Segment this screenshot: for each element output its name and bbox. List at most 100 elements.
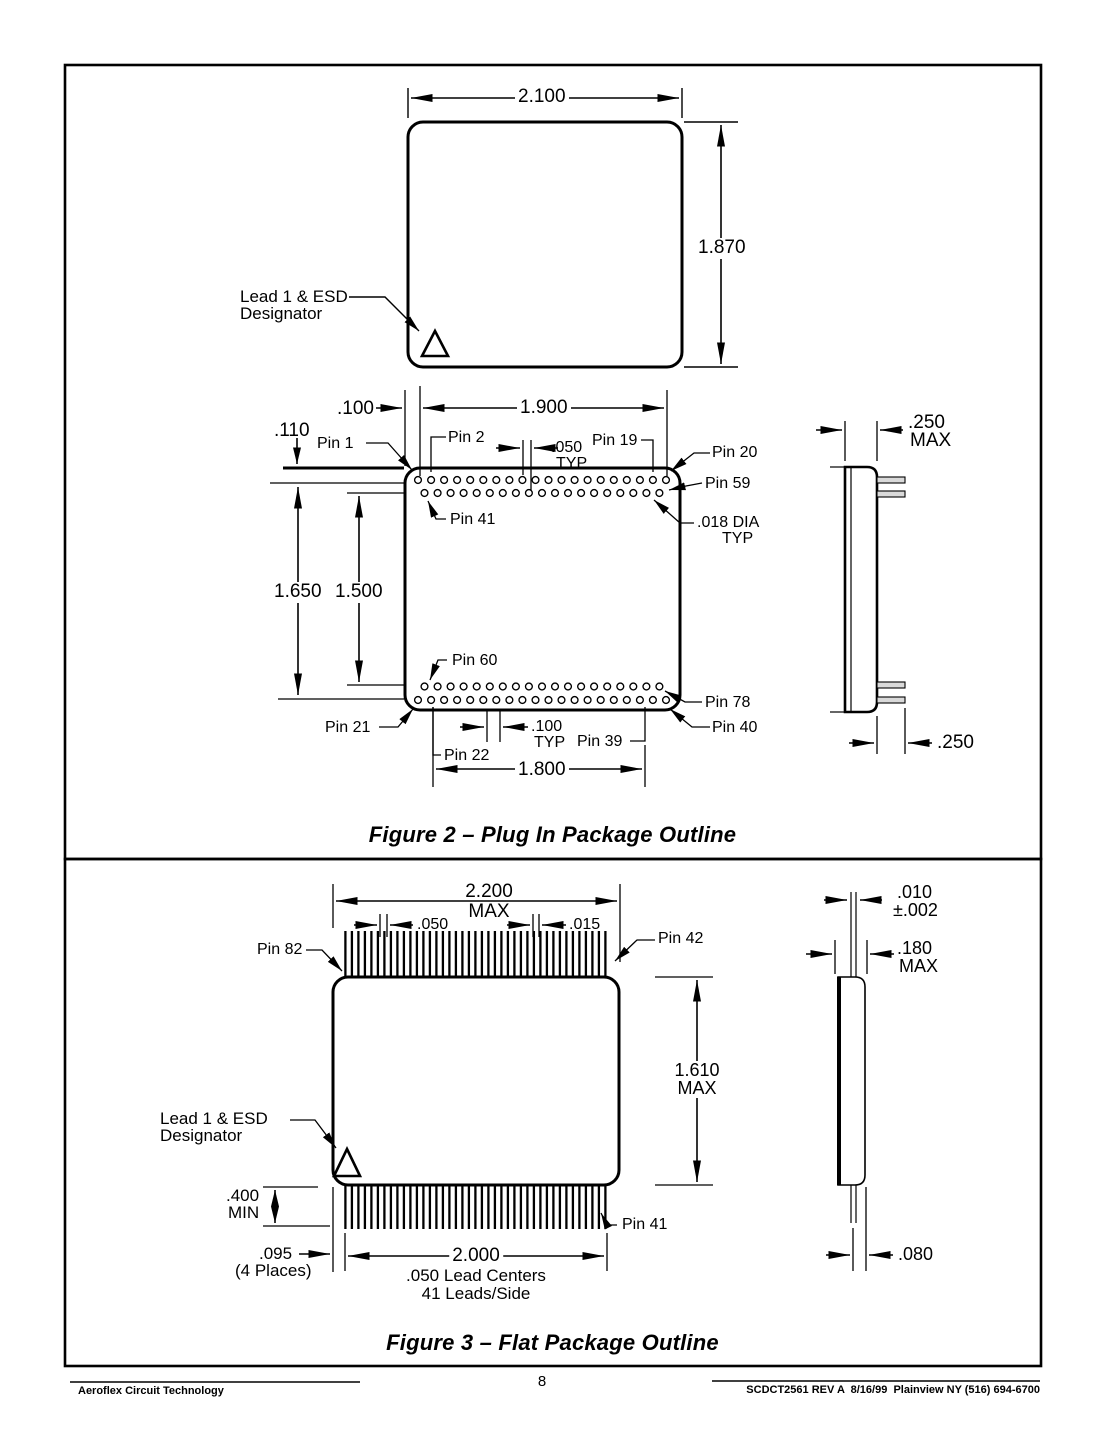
pin-hole: [440, 475, 449, 485]
footer-company: Aeroflex Circuit Technology: [78, 1385, 224, 1397]
pin-hole: [544, 695, 553, 705]
pin-hole: [629, 488, 638, 498]
pin-60-label: Pin 60: [452, 652, 498, 669]
pin-hole: [622, 695, 631, 705]
pin-hole: [511, 488, 520, 498]
pin-hole: [583, 475, 592, 485]
fig3-leads: [344, 931, 607, 1229]
pin-hole: [596, 695, 605, 705]
pin-39-label: Pin 39: [577, 733, 623, 750]
pin-hole: [479, 475, 488, 485]
dim-095-places-note: (4 Places): [235, 1261, 312, 1280]
pin-hole: [596, 475, 605, 485]
pin-hole: [616, 682, 625, 691]
pin-hole: [498, 682, 507, 691]
pin-hole: [550, 682, 560, 691]
pin-hole: [550, 488, 560, 498]
pin-hole: [413, 695, 423, 705]
fig3-lead1-designator-label-line1: Lead 1 & ESD: [160, 1109, 268, 1128]
fig3-lead1-designator-label-line2: Designator: [160, 1126, 243, 1145]
dim-180-label: .180: [897, 938, 933, 958]
lead1-designator-label-line2: Designator: [240, 304, 323, 323]
fig3-side-view: [655, 892, 894, 1271]
pin-hole: [563, 682, 573, 691]
pin-hole: [420, 682, 429, 691]
pin-hole: [446, 488, 455, 498]
pin-hole: [635, 695, 644, 705]
pin-hole: [557, 695, 566, 705]
pin-hole: [427, 695, 436, 705]
pin-22-label: Pin 22: [444, 747, 490, 764]
dim-010-tol-label: ±.002: [893, 900, 938, 920]
pin-hole: [472, 682, 481, 691]
dim-1650-label: 1.650: [271, 581, 325, 603]
dim-080-label: .080: [898, 1244, 934, 1264]
dim-250-label: .250: [937, 732, 974, 753]
pin-hole: [590, 682, 599, 691]
dim-250-max-word: MAX: [910, 430, 952, 451]
dim-050-lead-pitch-label: .050: [417, 916, 449, 933]
dim-1800-label: 1.800: [515, 759, 569, 781]
pin-hole: [661, 695, 671, 705]
dim-400-min-label: .400: [226, 1186, 260, 1205]
side-pins: [876, 476, 906, 704]
esd-triangle-icon: [419, 328, 451, 358]
pin-hole: [433, 488, 442, 498]
pin-hole: [570, 475, 579, 485]
pin-41-label: Pin 41: [450, 511, 496, 528]
pin-hole: [629, 682, 638, 691]
dim-100-typ-label: .100: [531, 718, 563, 735]
pin-hole: [459, 488, 468, 498]
pin-hole: [570, 695, 579, 705]
pin-hole: [518, 475, 527, 485]
pin-hole: [603, 682, 612, 691]
pin-hole: [505, 475, 514, 485]
pin-hole: [472, 488, 481, 498]
dim-018-dia-typ-word: TYP: [722, 530, 754, 547]
pin-hole: [577, 682, 586, 691]
pin-hole: [577, 488, 586, 498]
fig2-pin-holes: [413, 475, 671, 705]
pin-hole: [642, 682, 651, 691]
fig2-side-view: [816, 421, 932, 754]
pin-hole: [648, 695, 657, 705]
esd-triangle-icon: [331, 1146, 363, 1178]
pin-hole: [446, 682, 455, 691]
pin-hole: [466, 695, 475, 705]
pin-hole: [531, 695, 540, 705]
figure2-caption: Figure 2 – Plug In Package Outline: [368, 822, 737, 847]
pin-hole: [609, 475, 618, 485]
pin-hole: [622, 475, 631, 485]
pin-hole: [420, 488, 429, 498]
figure3-caption: Figure 3 – Flat Package Outline: [386, 1330, 719, 1355]
dim-180-max-word: MAX: [899, 956, 939, 976]
dim-2000-label: 2.000: [449, 1245, 503, 1267]
pin-hole: [609, 695, 618, 705]
pin-hole: [635, 475, 644, 485]
pin-hole: [563, 488, 573, 498]
pin-42-label: Pin 42: [658, 930, 704, 947]
dim-1500-label: 1.500: [332, 581, 386, 603]
dim-010-label: .010: [897, 882, 933, 902]
pin-hole: [524, 488, 533, 498]
dim-400-min-word: MIN: [228, 1203, 260, 1222]
pin-hole: [557, 475, 566, 485]
pin-hole: [453, 475, 462, 485]
pin-hole: [505, 695, 514, 705]
pin-hole: [433, 682, 442, 691]
pin-20-label: Pin 20: [712, 444, 758, 461]
pin-hole: [537, 682, 547, 691]
dim-1610-label: 1.610: [671, 1060, 723, 1081]
dim-1870-label: 1.870: [695, 237, 749, 259]
pin-hole: [459, 682, 468, 691]
pin-hole: [485, 682, 494, 691]
pin-hole: [440, 695, 449, 705]
dim-018-dia-label: .018 DIA: [697, 514, 760, 531]
pin-40-label: Pin 40: [712, 719, 758, 736]
pin-2-label: Pin 2: [448, 429, 485, 446]
dim-250-max-label: .250: [908, 412, 945, 433]
dim-095-label: .095: [259, 1244, 293, 1263]
pin-78-label: Pin 78: [705, 694, 751, 711]
